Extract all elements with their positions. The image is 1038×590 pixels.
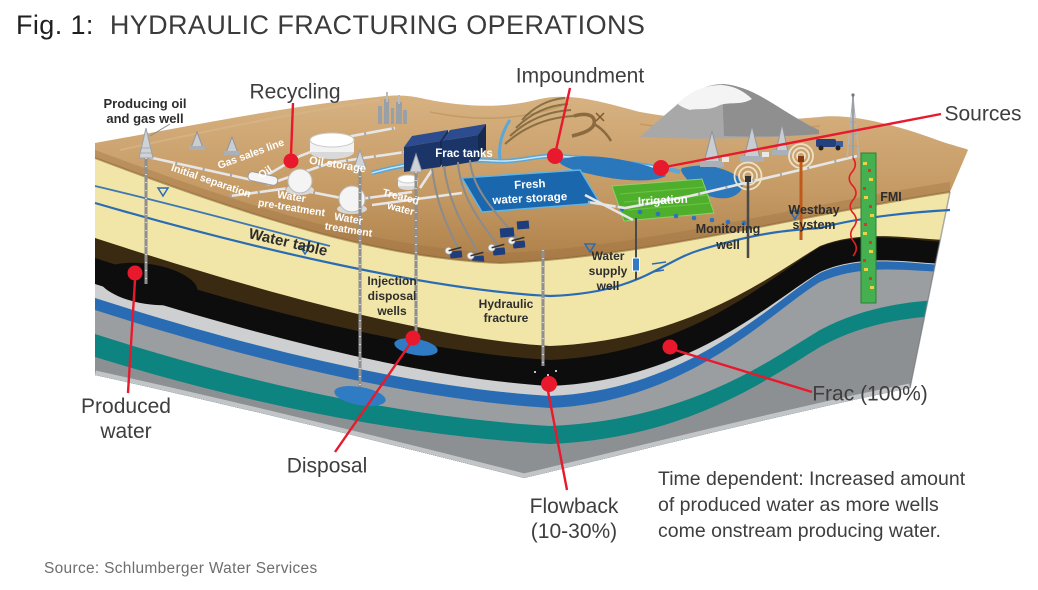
callout-disposal: Disposal (286, 454, 368, 478)
source-note: Source: Schlumberger Water Services (44, 560, 318, 577)
callout-flowback: Flowback (10-30%) (529, 495, 619, 543)
marker-dot-frac (662, 339, 678, 355)
marker-dot-produced-water (127, 265, 143, 281)
oil-reservoir-pocket (98, 262, 198, 306)
label-water-supply-well: supply (589, 264, 628, 278)
caption-time-dependent: Time dependent: Increased amount of prod… (658, 468, 966, 542)
truck (816, 139, 843, 151)
water-supply-well-bore (632, 218, 667, 280)
callout-sources: Sources (944, 102, 1022, 126)
terrain-surface (95, 84, 968, 264)
city-skyline (378, 92, 407, 124)
label-irrigation: Irrigation (638, 194, 688, 209)
marker-dot-impoundment (547, 148, 563, 164)
well-log-curve (848, 157, 858, 257)
label-fmi: FMI (880, 190, 902, 204)
label-injection-disposal-wells: disposal (368, 289, 417, 303)
marker-dot-sources (653, 160, 669, 176)
label-monitoring-well: Monitoring (696, 222, 761, 236)
annotation-leaders (126, 87, 942, 491)
label-fresh-water-storage: Fresh (514, 178, 546, 192)
water-table-line (94, 185, 951, 298)
marker-dot-disposal (405, 330, 421, 346)
label-fresh-water-storage: water storage (491, 191, 567, 207)
pond (558, 156, 666, 181)
callout-recycling: Recycling (249, 80, 341, 104)
diagram-labels: Producing oil and gas well Gas sales lin… (103, 96, 901, 325)
label-frac-tanks: Frac tanks (435, 148, 493, 160)
producing-wellhead (138, 127, 240, 159)
annotation-markers (127, 148, 678, 392)
figure-title: Fig. 1: HYDRAULIC FRACTURING OPERATIONS (16, 10, 645, 41)
callout-frac: Frac (100%) (812, 382, 928, 406)
label-water-treatment: Water (333, 211, 363, 227)
comm-tower (846, 93, 860, 159)
label-producing-well: Producing oil (103, 96, 186, 111)
label-water-pretreatment: Water (276, 189, 306, 205)
separator-unit (247, 171, 279, 186)
label-injection-disposal-wells: Injection (367, 274, 416, 288)
treated-water-tank (397, 174, 419, 190)
hydraulic-fracture-well-bore (519, 250, 569, 383)
label-westbay-system: Westbay (788, 203, 839, 217)
figure-title-text: HYDRAULIC FRACTURING OPERATIONS (109, 10, 646, 40)
sprinkler-row (619, 206, 747, 226)
water-pretreatment-tank (286, 168, 314, 195)
pipelines (147, 126, 858, 222)
label-monitoring-well: well (715, 238, 740, 252)
fmi-log-column (848, 152, 877, 304)
water-table-marker-icon (156, 187, 802, 256)
monitoring-well-bore (745, 176, 751, 258)
marker-dot-flowback (541, 376, 557, 392)
label-leader (149, 123, 171, 137)
label-hydraulic-fracture: Hydraulic (479, 297, 534, 311)
label-hydraulic-fracture: fracture (484, 311, 529, 325)
label-injection-disposal-wells: wells (376, 304, 407, 318)
figure-number: Fig. 1: (16, 10, 94, 40)
label-producing-well: and gas well (106, 111, 183, 126)
westbay-well-bore (798, 156, 804, 240)
label-westbay-system: system (792, 218, 835, 232)
label-water-supply-well: Water (592, 249, 625, 263)
callout-produced-water: Produced water (81, 395, 171, 443)
marker-dot-recycling (283, 153, 299, 169)
pond (681, 165, 743, 199)
label-water-supply-well: well (596, 279, 620, 293)
field-contours (504, 97, 575, 145)
mountain (640, 84, 819, 139)
callout-impoundment: Impoundment (515, 64, 645, 88)
oil-storage-tank (309, 132, 355, 159)
fracture-icon (519, 365, 569, 383)
